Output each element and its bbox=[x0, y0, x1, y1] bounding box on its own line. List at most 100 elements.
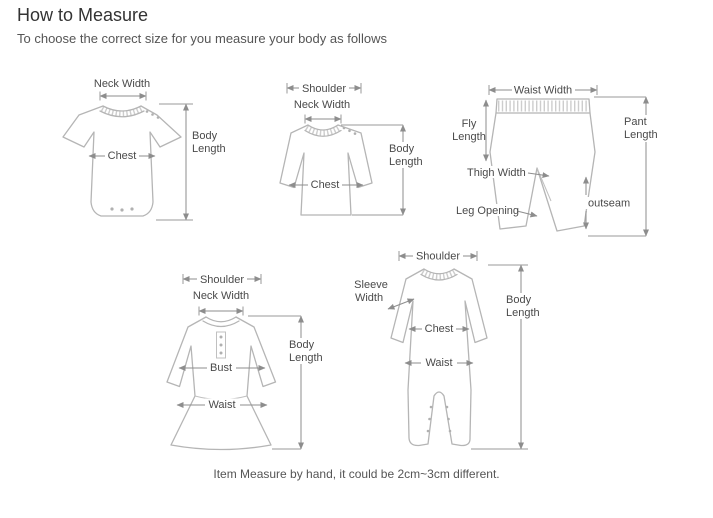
shirt-collar-band bbox=[304, 129, 342, 137]
pants-leg-opening-pointer bbox=[516, 210, 538, 218]
dress-body-outline bbox=[166, 316, 277, 451]
onesie-chest-label: Chest bbox=[108, 150, 137, 162]
label-background bbox=[512, 84, 575, 96]
shirt-body-outline bbox=[279, 124, 373, 216]
shirt-neck-width-label: Neck Width bbox=[294, 99, 350, 111]
romper-body-outline bbox=[390, 268, 488, 447]
onesie-labels: Neck Width Chest Body Length bbox=[94, 78, 226, 162]
onesie-body-outline bbox=[62, 105, 182, 217]
dress-button-placket bbox=[216, 331, 226, 359]
romper-chest-label: Chest bbox=[425, 323, 454, 335]
label-background bbox=[205, 398, 240, 411]
dress-neck-width-label: Neck Width bbox=[193, 290, 249, 302]
pants-diagram: Waist Width Fly Length Pant Length Thigh… bbox=[452, 84, 661, 237]
label-background bbox=[421, 356, 457, 369]
shirt-collar-outline bbox=[307, 124, 339, 131]
romper-shoulder-label: Shoulder bbox=[416, 251, 460, 263]
pants-outseam-label: outseam bbox=[588, 198, 630, 210]
romper-waist-label: Waist bbox=[425, 357, 452, 369]
label-background bbox=[386, 142, 426, 168]
romper-body-length-label-line2: Length bbox=[506, 307, 540, 319]
pants-inseam-fold-line bbox=[536, 167, 552, 202]
onesie-shoulder-snap bbox=[156, 116, 160, 119]
romper-body-length-label-line1: Body bbox=[506, 294, 532, 306]
dress-bust-label: Bust bbox=[210, 362, 232, 374]
label-background bbox=[621, 115, 661, 142]
dress-collar-band bbox=[202, 320, 240, 328]
label-background bbox=[413, 250, 463, 262]
pants-thigh-width-label: Thigh Width bbox=[467, 167, 526, 179]
dress-button bbox=[219, 343, 223, 347]
shirt-shoulder-label: Shoulder bbox=[302, 83, 346, 95]
onesie-neck-width-label: Neck Width bbox=[94, 78, 150, 90]
romper-labels: Shoulder Sleeve Width Chest Waist Body L… bbox=[354, 250, 543, 369]
shirt-diagram: Shoulder Neck Width Chest Body Length bbox=[279, 82, 426, 216]
onesie-crotch-snap bbox=[110, 207, 114, 211]
label-background bbox=[207, 361, 236, 374]
label-background bbox=[308, 178, 342, 191]
label-background bbox=[197, 273, 247, 285]
shirt-shoulder-snap bbox=[353, 132, 357, 135]
page-title: How to Measure bbox=[17, 5, 149, 25]
label-background bbox=[422, 322, 456, 335]
romper-sleeve-width-label-line2: Width bbox=[355, 292, 383, 304]
measure-note: Item Measure by hand, it could be 2cm~3c… bbox=[213, 467, 500, 481]
dress-labels: Shoulder Neck Width Bust Waist Body Leng… bbox=[193, 273, 326, 411]
onesie-shoulder-snap bbox=[151, 113, 154, 116]
label-background bbox=[465, 166, 527, 178]
pants-leg-opening-label: Leg Opening bbox=[456, 205, 519, 217]
dress-shoulder-label: Shoulder bbox=[200, 274, 244, 286]
page-subtitle: To choose the correct size for you measu… bbox=[17, 31, 387, 46]
dress-waist-label: Waist bbox=[208, 399, 235, 411]
shirt-shoulder-snap bbox=[342, 126, 346, 130]
onesie-collar-band bbox=[99, 110, 145, 118]
onesie-shoulder-snap bbox=[145, 110, 149, 113]
label-background bbox=[105, 149, 139, 162]
romper-sleeve-width-arrow bbox=[387, 298, 415, 310]
shirt-body-length-label-line1: Body bbox=[389, 143, 415, 155]
romper-collar-outline bbox=[423, 268, 455, 275]
onesie-diagram: Neck Width Chest Body Length bbox=[62, 78, 226, 221]
pants-thigh-width-pointer bbox=[527, 172, 550, 179]
measurement-diagrams: Neck Width Chest Body Length bbox=[62, 78, 661, 451]
onesie-body-length-label-line2: Length bbox=[192, 143, 226, 155]
shirt-chest-label: Chest bbox=[311, 179, 340, 191]
pants-pant-length-label-line2: Length bbox=[624, 129, 658, 141]
romper-leg-snap bbox=[429, 405, 433, 409]
dress-body-length-label-line2: Length bbox=[289, 352, 323, 364]
onesie-drawing bbox=[62, 105, 182, 217]
label-background bbox=[503, 293, 543, 319]
pants-waist-width-label: Waist Width bbox=[514, 85, 572, 97]
label-background bbox=[299, 82, 349, 94]
pants-fly-length-label-line1: Fly bbox=[462, 118, 477, 130]
dress-button bbox=[219, 335, 223, 339]
onesie-collar-outline bbox=[102, 105, 142, 112]
dress-drawing bbox=[166, 316, 277, 451]
shirt-body-length-label-line2: Length bbox=[389, 156, 423, 168]
dress-button bbox=[219, 351, 223, 355]
romper-leg-snap bbox=[445, 405, 449, 409]
label-background bbox=[286, 338, 326, 364]
romper-collar-band bbox=[420, 273, 458, 281]
onesie-crotch-snap bbox=[120, 208, 124, 212]
pants-labels: Waist Width Fly Length Pant Length Thigh… bbox=[452, 84, 661, 217]
shirt-shoulder-snap bbox=[348, 129, 351, 133]
romper-leg-snap bbox=[448, 429, 452, 433]
pants-pant-length-label-line1: Pant bbox=[624, 116, 647, 128]
pants-fly-length-label-line2: Length bbox=[452, 131, 486, 143]
shirt-labels: Shoulder Neck Width Chest Body Length bbox=[294, 82, 426, 191]
onesie-crotch-snap bbox=[130, 207, 134, 211]
label-background bbox=[584, 197, 636, 209]
dress-body-length-label-line1: Body bbox=[289, 339, 315, 351]
shirt-drawing bbox=[279, 124, 373, 216]
onesie-body-length-label-line1: Body bbox=[192, 130, 218, 142]
romper-diagram: Shoulder Sleeve Width Chest Waist Body L… bbox=[354, 250, 543, 450]
romper-sleeve-width-label-line1: Sleeve bbox=[354, 279, 388, 291]
dress-collar-outline bbox=[205, 316, 237, 323]
label-background bbox=[454, 204, 516, 216]
romper-leg-snap bbox=[426, 429, 430, 433]
romper-drawing bbox=[390, 268, 488, 447]
romper-leg-snap bbox=[447, 417, 450, 421]
romper-leg-snap bbox=[428, 417, 431, 421]
